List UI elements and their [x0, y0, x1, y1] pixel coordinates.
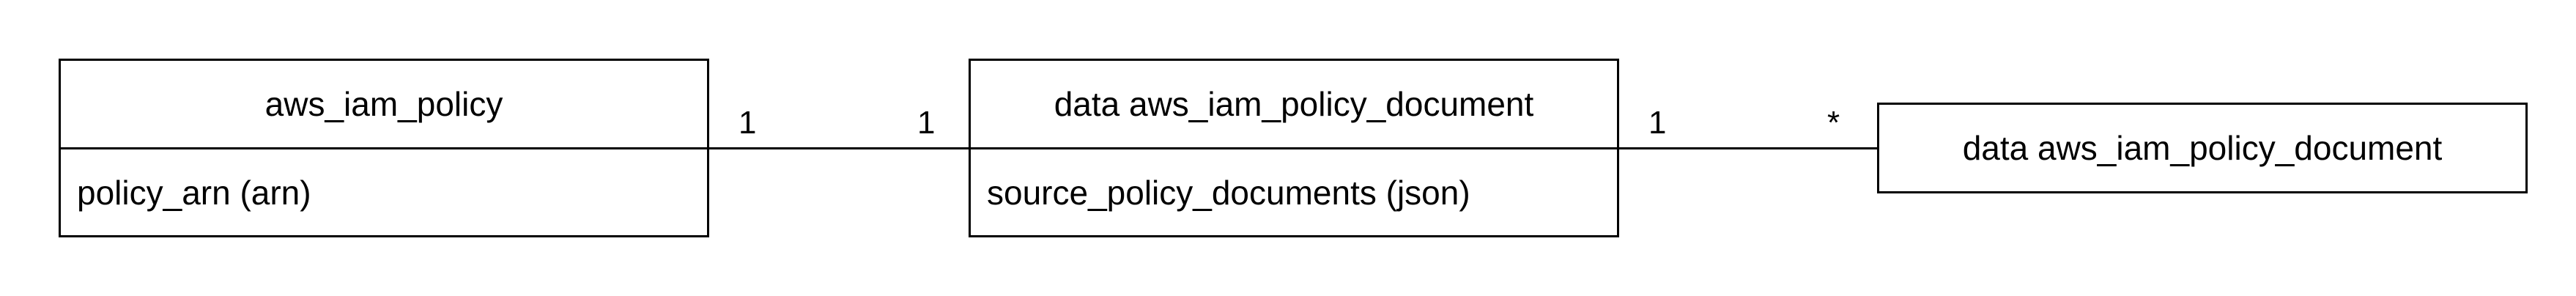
entity-title: aws_iam_policy: [264, 85, 503, 123]
entity-aws-iam-policy[interactable]: aws_iam_policy policy_arn (arn): [59, 59, 709, 237]
entity-data-aws-iam-policy-document-source[interactable]: data aws_iam_policy_document: [1877, 103, 2528, 193]
multiplicity-label-source: 1: [739, 105, 757, 141]
entity-data-aws-iam-policy-document[interactable]: data aws_iam_policy_document source_poli…: [969, 59, 1619, 237]
multiplicity-label-source: 1: [1648, 105, 1667, 141]
entity-attribute: source_policy_documents (json): [987, 173, 1470, 212]
entity-title: data aws_iam_policy_document: [1962, 129, 2443, 167]
entity-attribute: policy_arn (arn): [77, 173, 311, 212]
relationship-line-document-to-source-documents[interactable]: [1618, 147, 1879, 149]
multiplicity-label-target: 1: [917, 105, 936, 141]
entity-title: data aws_iam_policy_document: [1054, 85, 1534, 123]
entity-divider: [61, 147, 707, 149]
entity-divider: [971, 147, 1617, 149]
multiplicity-label-target: *: [1827, 105, 1840, 141]
relationship-line-policy-to-document[interactable]: [708, 147, 970, 149]
